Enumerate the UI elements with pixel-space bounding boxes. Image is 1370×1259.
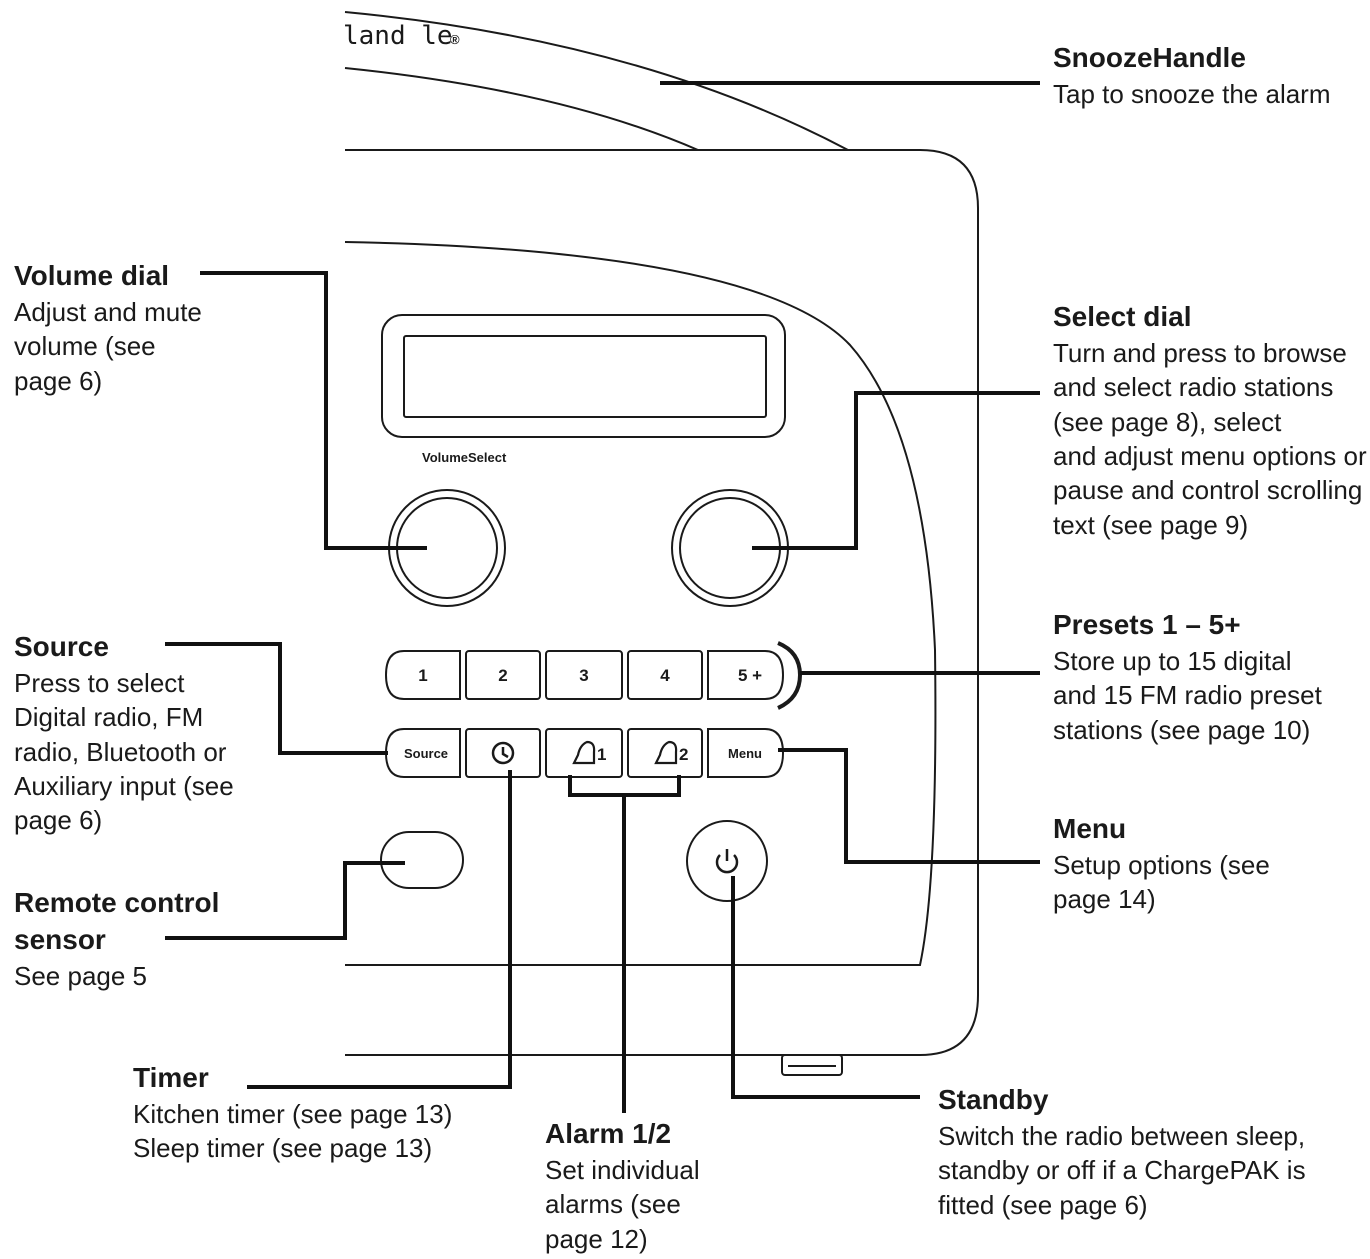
preset-button-4[interactable] bbox=[627, 650, 703, 700]
preset-label-4: 4 bbox=[660, 666, 670, 685]
callout-alarm: Alarm 1/2 Set individual alarms (see pag… bbox=[545, 1116, 700, 1256]
callout-timer: Timer Kitchen timer (see page 13) Sleep … bbox=[133, 1060, 452, 1166]
alarm-2-button[interactable] bbox=[627, 728, 703, 778]
callout-alarm-desc: Set individual alarms (see page 12) bbox=[545, 1154, 700, 1254]
callout-standby-title: Standby bbox=[938, 1084, 1049, 1115]
standby-button[interactable] bbox=[686, 820, 768, 902]
preset-bracket bbox=[777, 641, 803, 710]
preset-button-3[interactable] bbox=[545, 650, 623, 700]
callout-select-title: Select dial bbox=[1053, 301, 1192, 332]
callout-alarm-title: Alarm 1/2 bbox=[545, 1118, 672, 1149]
preset-label-5-plus: 5 + bbox=[738, 666, 762, 685]
leader-remote bbox=[165, 861, 405, 940]
radio-body bbox=[344, 149, 979, 1056]
snooze-handle bbox=[344, 11, 849, 151]
leader-standby bbox=[731, 876, 920, 1099]
timer-button[interactable] bbox=[465, 728, 541, 778]
preset-button-5-plus[interactable] bbox=[707, 650, 785, 700]
source-button[interactable] bbox=[384, 728, 461, 778]
preset-label-1: 1 bbox=[418, 666, 427, 685]
preset-button-1[interactable] bbox=[384, 650, 461, 700]
callout-remote: Remote control sensor See page 5 bbox=[14, 885, 219, 993]
preset-button-2[interactable] bbox=[465, 650, 541, 700]
remote-control-sensor bbox=[380, 831, 464, 889]
preset-label-3: 3 bbox=[579, 666, 588, 685]
callout-presets-desc: Store up to 15 digital and 15 FM radio p… bbox=[1053, 645, 1322, 745]
leader-select bbox=[752, 391, 1040, 550]
radio-foot bbox=[781, 1054, 843, 1076]
callout-timer-desc: Kitchen timer (see page 13) Sleep timer … bbox=[133, 1098, 453, 1164]
callout-remote-desc: See page 5 bbox=[14, 960, 148, 991]
callout-menu-title: Menu bbox=[1053, 813, 1127, 844]
alarm-2-label: 2 bbox=[679, 745, 688, 764]
callout-source: Source Press to select Digital radio, FM… bbox=[14, 629, 234, 838]
callout-select: Select dial Turn and press to browse and… bbox=[1053, 299, 1367, 542]
leader-lines bbox=[165, 81, 1040, 1113]
alarm-1-button[interactable] bbox=[545, 728, 623, 778]
callout-presets-title: Presets 1 – 5+ bbox=[1053, 609, 1241, 640]
callout-volume: Volume dial Adjust and mute volume (see … bbox=[14, 258, 202, 398]
callout-standby: Standby Switch the radio between sleep, … bbox=[938, 1082, 1306, 1222]
callout-timer-title: Timer bbox=[133, 1062, 209, 1093]
leader-source bbox=[165, 642, 388, 755]
callout-source-title: Source bbox=[14, 631, 109, 662]
bell-icon bbox=[654, 740, 678, 765]
callout-select-desc: Turn and press to browse and select radi… bbox=[1053, 337, 1367, 540]
bell-icon bbox=[572, 740, 596, 765]
power-icon bbox=[715, 849, 739, 874]
menu-button-label: Menu bbox=[728, 746, 762, 761]
preset-label-2: 2 bbox=[498, 666, 507, 685]
callout-snooze-title: SnoozeHandle bbox=[1053, 42, 1246, 73]
callout-snooze-desc: Tap to snooze the alarm bbox=[1053, 78, 1331, 109]
brand-mark: ® bbox=[450, 32, 460, 47]
preset-buttons bbox=[384, 650, 785, 700]
menu-button[interactable] bbox=[707, 728, 785, 778]
leader-volume bbox=[200, 271, 427, 550]
callout-standby-desc: Switch the radio between sleep, standby … bbox=[938, 1120, 1306, 1220]
knob-label: VolumeSelect bbox=[422, 450, 507, 465]
alarm-1-label: 1 bbox=[597, 745, 606, 764]
callout-menu: Menu Setup options (see page 14) bbox=[1053, 811, 1270, 917]
leader-timer bbox=[247, 770, 512, 1089]
callout-snooze: SnoozeHandle Tap to snooze the alarm bbox=[1053, 40, 1331, 111]
callout-menu-desc: Setup options (see page 14) bbox=[1053, 849, 1270, 915]
display-screen bbox=[381, 314, 786, 438]
brand-fragment: land le bbox=[343, 21, 453, 51]
callout-volume-desc: Adjust and mute volume (see page 6) bbox=[14, 296, 202, 396]
clock-icon bbox=[491, 741, 515, 765]
callout-source-desc: Press to select Digital radio, FM radio,… bbox=[14, 667, 234, 836]
callout-presets: Presets 1 – 5+ Store up to 15 digital an… bbox=[1053, 607, 1322, 747]
function-buttons bbox=[384, 728, 785, 778]
callout-volume-title: Volume dial bbox=[14, 260, 170, 291]
source-button-label: Source bbox=[404, 746, 448, 761]
callout-remote-title: Remote control sensor bbox=[14, 887, 220, 955]
leader-menu bbox=[778, 748, 1040, 864]
